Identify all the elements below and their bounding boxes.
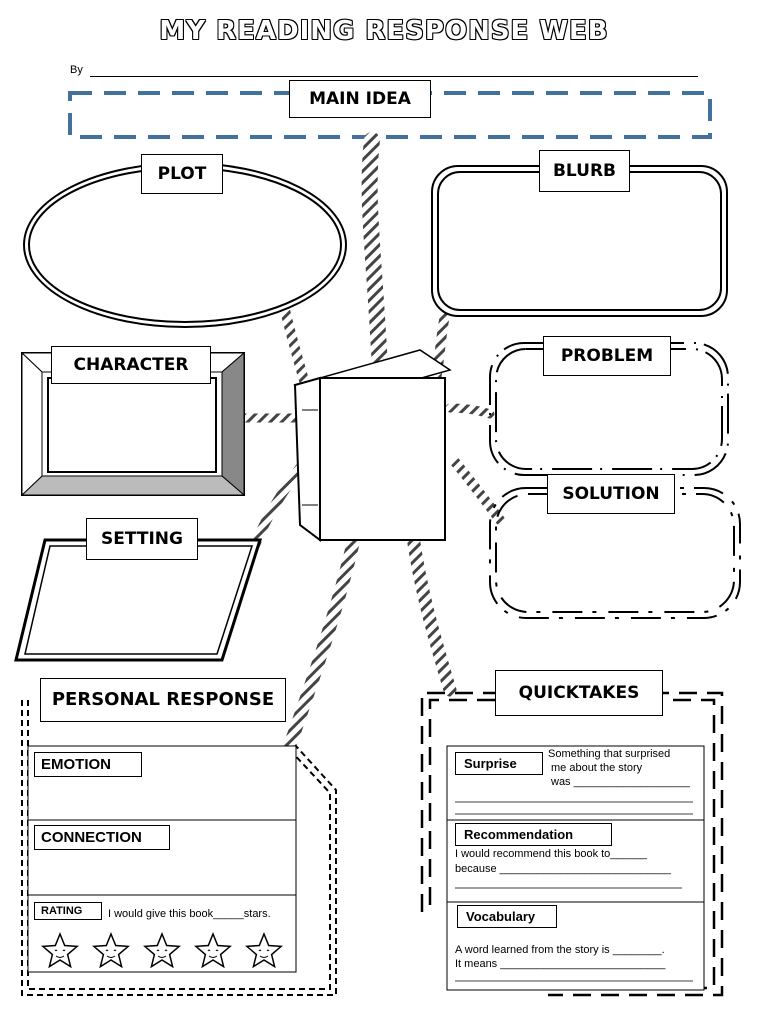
smiley-face-icon xyxy=(156,949,168,958)
main-idea-label: MAIN IDEA xyxy=(289,80,431,118)
personal-response-label: PERSONAL RESPONSE xyxy=(40,678,286,722)
surprise-line-2: me about the story xyxy=(551,762,643,774)
surprise-line-1: Something that surprised xyxy=(548,748,671,760)
surprise-line-3: was ___________________ xyxy=(551,776,690,788)
rating-text: I would give this book_____stars. xyxy=(108,908,271,920)
solution-box xyxy=(489,487,741,619)
stars-svg xyxy=(41,932,283,969)
smiley-face-icon xyxy=(258,949,270,958)
book-drawing xyxy=(293,349,452,542)
by-label: By xyxy=(70,64,83,76)
setting-label: SETTING xyxy=(86,518,198,560)
connection-label: CONNECTION xyxy=(34,825,170,850)
plot-label: PLOT xyxy=(141,154,223,194)
smiley-face-icon xyxy=(54,949,66,958)
character-label: CHARACTER xyxy=(51,346,211,384)
star-icon[interactable] xyxy=(143,932,181,969)
star-icon[interactable] xyxy=(194,932,232,969)
star-rating[interactable] xyxy=(38,932,290,972)
vocabulary-line-1: A word learned from the story is _______… xyxy=(455,944,665,956)
vocabulary-label: Vocabulary xyxy=(457,905,557,928)
surprise-label: Surprise xyxy=(455,752,543,775)
star-icon[interactable] xyxy=(41,932,79,969)
star-icon[interactable] xyxy=(92,932,130,969)
emotion-label: EMOTION xyxy=(34,752,142,777)
star-icon[interactable] xyxy=(245,932,283,969)
blurb-label: BLURB xyxy=(539,150,630,192)
recommendation-line-1: I would recommend this book to______ xyxy=(455,848,648,860)
smiley-face-icon xyxy=(207,949,219,958)
solution-label: SOLUTION xyxy=(547,474,675,514)
recommendation-line-2: because ____________________________ xyxy=(455,863,671,875)
problem-label: PROBLEM xyxy=(543,336,671,376)
quicktakes-label: QUICKTAKES xyxy=(495,670,663,716)
rating-label: RATING xyxy=(34,902,102,920)
vocabulary-line-2: It means ___________________________ xyxy=(455,958,666,970)
recommendation-label: Recommendation xyxy=(455,823,612,846)
smiley-face-icon xyxy=(105,949,117,958)
quicktakes-table xyxy=(446,745,705,991)
name-line[interactable] xyxy=(90,76,698,77)
page-title: MY READING RESPONSE WEB xyxy=(159,16,609,46)
